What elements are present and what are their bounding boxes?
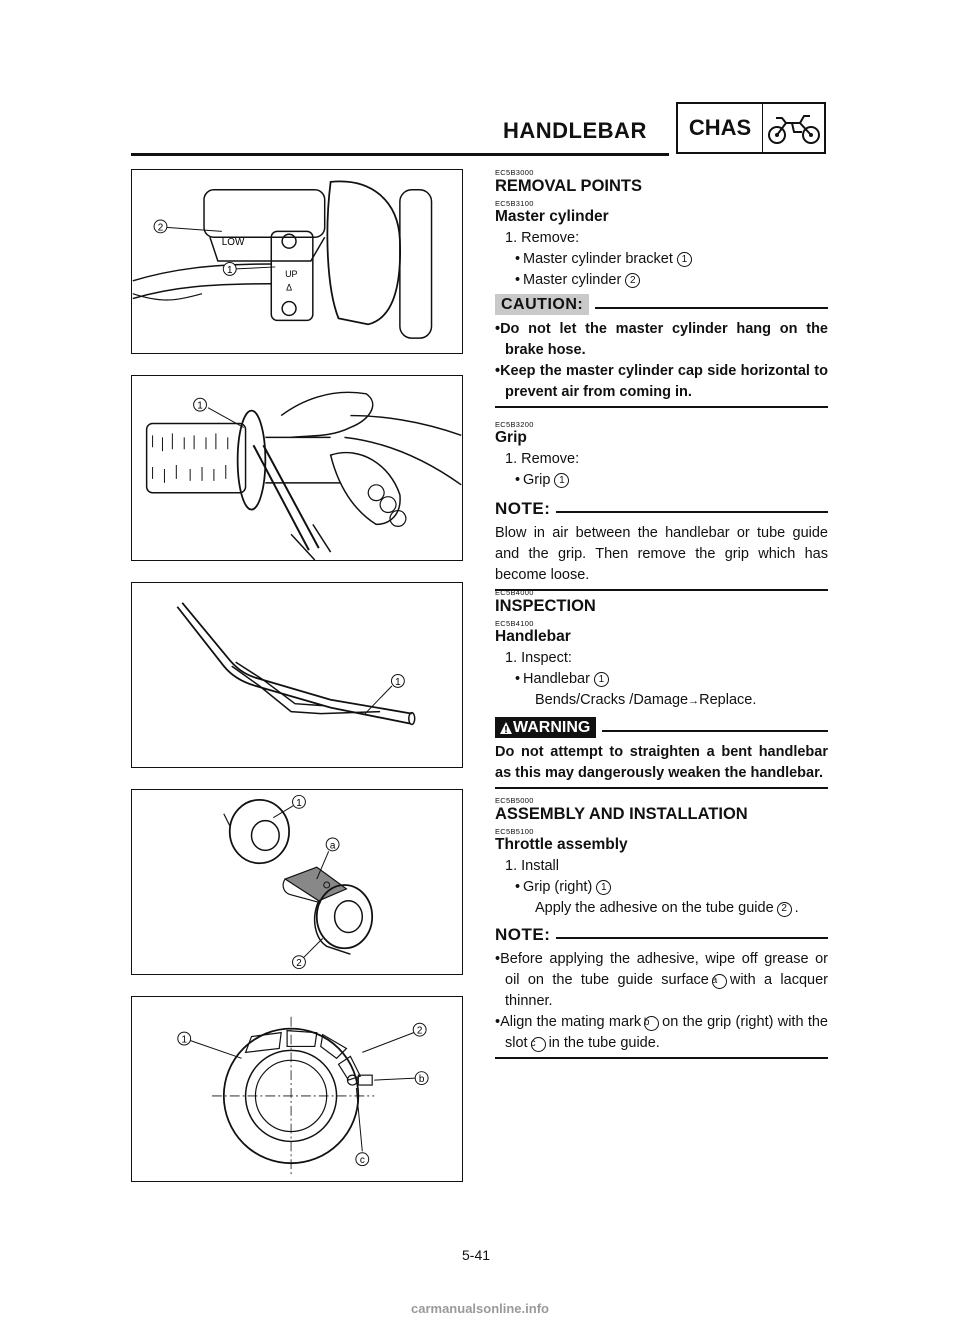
note-header: NOTE: — [495, 924, 828, 945]
heading-assembly: ASSEMBLY AND INSTALLATION — [495, 805, 748, 823]
figure-throttle-grip: 1 a 2 — [131, 789, 463, 975]
warning-header: WARNING — [495, 717, 828, 738]
heading-removal-points: REMOVAL POINTS — [495, 177, 642, 195]
warning-text: Do not attempt to straighten a bent hand… — [495, 744, 828, 781]
note-label: NOTE: — [495, 499, 551, 518]
fig5-callout-1: 1 — [181, 1035, 187, 1046]
fig5-callout-c: c — [360, 1155, 365, 1166]
up-switch-label: UP — [285, 269, 297, 279]
step-inspect: 1. Inspect: — [505, 650, 572, 666]
fig4-callout-a: a — [330, 840, 336, 851]
step-remove-master: 1. Remove: — [505, 230, 580, 246]
note-label: NOTE: — [495, 925, 551, 944]
section-inspection: EC5B4000 INSPECTION EC5B4100 Handlebar 1… — [495, 588, 828, 789]
caution-label: CAUTION: — [495, 294, 590, 315]
note-header: NOTE: — [495, 498, 828, 519]
fig4-callout-1: 1 — [296, 798, 302, 809]
section-code-removal: EC5B3000 — [495, 168, 534, 177]
triangle-switch-label: Δ — [286, 283, 292, 293]
note-text: Blow in air between the handlebar or tub… — [495, 525, 828, 583]
fig3-callout-1: 1 — [395, 677, 401, 688]
warning-end-rule — [495, 787, 828, 789]
caution-item: •Keep the master cylinder cap side horiz… — [495, 363, 828, 400]
heading-throttle-assembly: Throttle assembly — [495, 836, 628, 853]
caution-item: •Do not let the master cylinder hang on … — [495, 321, 828, 358]
section-code-grip: EC5B3200 — [495, 420, 534, 429]
section-code-master: EC5B3100 — [495, 199, 534, 208]
section-box: CHAS — [676, 102, 826, 154]
step-remove-grip: 1. Remove: — [505, 451, 580, 467]
fig4-callout-2: 2 — [296, 958, 302, 969]
motorcycle-icon — [763, 104, 824, 152]
warning-icon — [500, 721, 512, 734]
figure-grip-removal: 1 — [131, 375, 463, 561]
section-code-handlebar: EC5B4100 — [495, 619, 534, 628]
note-end-rule — [495, 1057, 828, 1059]
caution-end-rule — [495, 406, 828, 408]
low-switch-label: LOW — [222, 237, 245, 248]
section-code-throttle: EC5B5100 — [495, 827, 534, 836]
header-rule — [131, 153, 669, 156]
figure-master-cylinder: LOW UP Δ 2 1 — [131, 169, 463, 354]
fig5-callout-2: 2 — [417, 1026, 423, 1037]
section-assembly: EC5B5000 ASSEMBLY AND INSTALLATION EC5B5… — [495, 796, 828, 1059]
heading-handlebar: Handlebar — [495, 628, 571, 645]
page-number: 5-41 — [462, 1247, 491, 1263]
section-code-inspection: EC5B4000 — [495, 588, 534, 597]
caution-header: CAUTION: — [495, 294, 828, 315]
figure-handlebar: 1 — [131, 582, 463, 768]
list-item: Grip (right)1 — [495, 877, 828, 898]
section-removal: EC5B3000 REMOVAL POINTS EC5B3100 Master … — [495, 168, 828, 591]
fig1-callout-1: 1 — [227, 265, 233, 276]
heading-master-cylinder: Master cylinder — [495, 208, 609, 225]
section-code: CHAS — [678, 104, 763, 152]
fig2-callout-1: 1 — [197, 401, 203, 412]
warning-label: WARNING — [495, 717, 597, 738]
note-item: •Before applying the adhesive, wipe off … — [495, 951, 828, 1009]
heading-inspection: INSPECTION — [495, 597, 596, 615]
step-install: 1. Install — [505, 858, 559, 874]
inspection-detail: Bends/Cracks /Damage→Replace. — [535, 692, 757, 708]
page-title: HANDLEBAR — [503, 118, 647, 143]
section-code-assembly: EC5B5000 — [495, 796, 534, 805]
heading-grip: Grip — [495, 429, 527, 446]
fig5-callout-b: b — [419, 1074, 425, 1085]
figure-grip-alignment: 1 2 b c — [131, 996, 463, 1182]
note-end-rule — [495, 589, 828, 591]
fig1-callout-2: 2 — [158, 222, 164, 233]
footer-watermark: carmanualsonline.info — [411, 1301, 549, 1316]
